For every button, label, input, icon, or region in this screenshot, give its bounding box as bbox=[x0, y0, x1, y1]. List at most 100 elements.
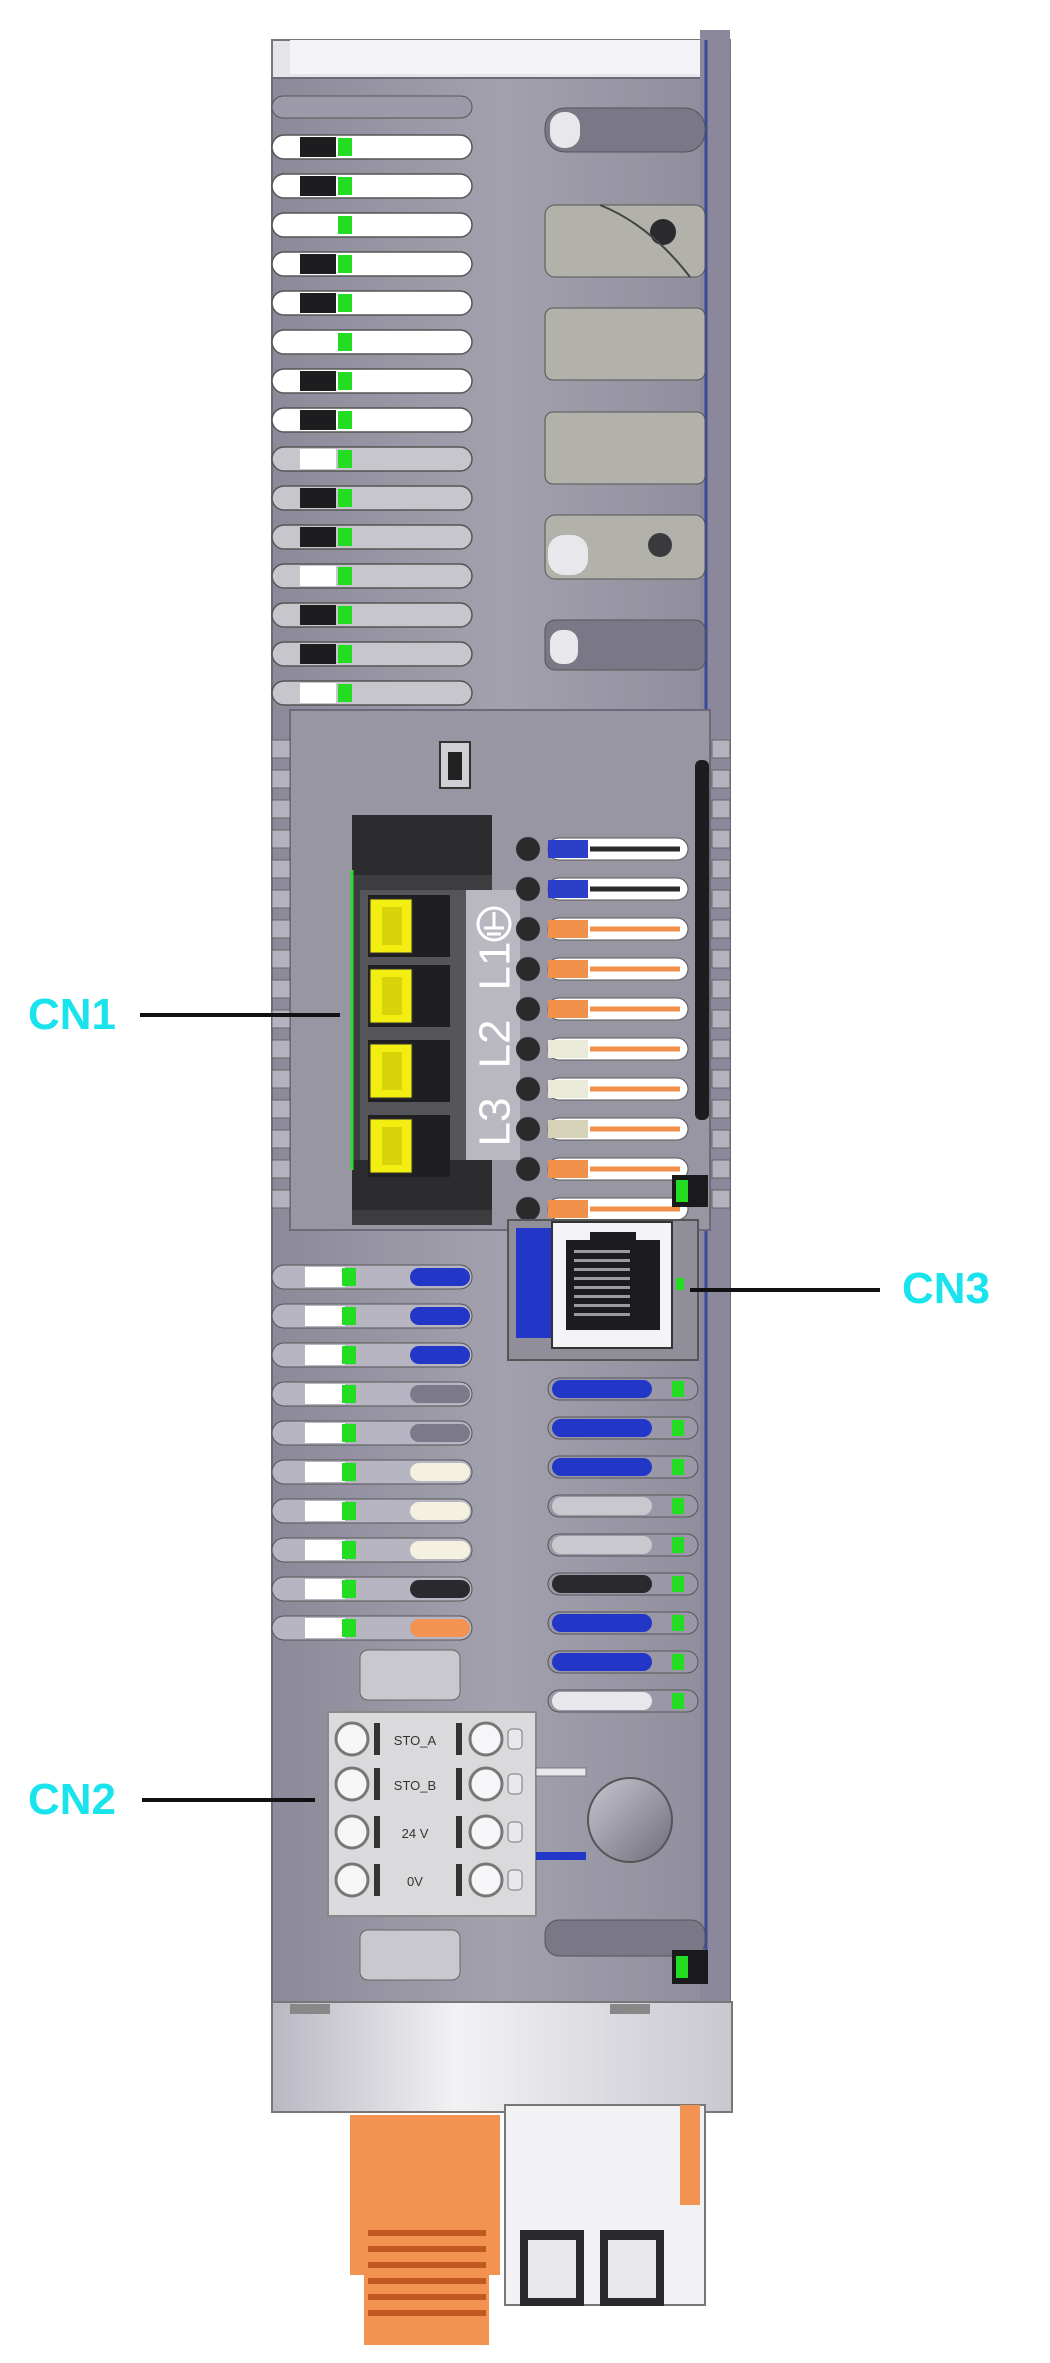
green-led bbox=[338, 450, 352, 468]
edge-notch bbox=[711, 1009, 731, 1029]
edge-notch bbox=[271, 739, 291, 759]
vent-slot bbox=[271, 368, 473, 394]
edge-notch bbox=[711, 949, 731, 969]
vent-slot bbox=[547, 1689, 699, 1713]
terminal-screw-icon bbox=[368, 1040, 450, 1102]
terminal-label-l2: L2 bbox=[471, 1020, 520, 1069]
vent-slot bbox=[547, 1533, 699, 1557]
green-led bbox=[342, 1385, 356, 1403]
green-led bbox=[672, 1693, 684, 1709]
green-led bbox=[672, 1420, 684, 1436]
terminal-screw-icon bbox=[368, 965, 450, 1027]
io-label-0v: 0V bbox=[407, 1874, 423, 1889]
green-led bbox=[338, 294, 352, 312]
callout-cn2: CN2 bbox=[28, 1775, 117, 1824]
cn1-terminal-screws bbox=[368, 895, 450, 1177]
cn1-labels: L3 L2 L1 bbox=[471, 906, 520, 1147]
io-terminal bbox=[334, 1862, 523, 1898]
vent-slot bbox=[271, 446, 473, 472]
vent-slot bbox=[271, 524, 473, 550]
vent-slot bbox=[271, 329, 473, 355]
green-led bbox=[672, 1459, 684, 1475]
edge-notch bbox=[711, 1189, 731, 1209]
vent-slot bbox=[271, 1420, 473, 1446]
cable-end bbox=[516, 1077, 689, 1101]
upper-right-vents bbox=[544, 107, 706, 671]
green-led bbox=[342, 1541, 356, 1559]
terminal-label-l1: L1 bbox=[471, 942, 520, 991]
green-led bbox=[672, 1537, 684, 1553]
vent-slot bbox=[547, 1611, 699, 1635]
green-led bbox=[338, 138, 352, 156]
green-led bbox=[342, 1346, 356, 1364]
edge-notch bbox=[271, 979, 291, 999]
edge-notch bbox=[271, 1099, 291, 1119]
lower-right-vents bbox=[547, 1377, 699, 1713]
edge-notch bbox=[711, 1069, 731, 1089]
cn3-rj45-port bbox=[507, 1219, 699, 1361]
edge-notch bbox=[711, 889, 731, 909]
vent-slot bbox=[271, 1498, 473, 1524]
cable-tie-strip bbox=[695, 760, 709, 1120]
vent-slot bbox=[271, 173, 473, 199]
left-edge-notches bbox=[271, 739, 291, 1209]
cable-end bbox=[516, 997, 689, 1021]
vent-slot bbox=[271, 1615, 473, 1641]
green-led bbox=[338, 411, 352, 429]
right-edge-notches bbox=[711, 739, 731, 1209]
edge-notch bbox=[271, 1159, 291, 1179]
vent-slot bbox=[547, 1650, 699, 1674]
green-led bbox=[672, 1615, 684, 1631]
green-led bbox=[342, 1619, 356, 1637]
ground-symbol-icon bbox=[476, 906, 512, 942]
cn2-labels: STO_A STO_B 24 V 0V bbox=[394, 1733, 437, 1889]
edge-notch bbox=[711, 859, 731, 879]
bottom-base bbox=[271, 2001, 733, 2113]
edge-notch bbox=[271, 829, 291, 849]
green-led bbox=[338, 606, 352, 624]
edge-notch bbox=[271, 1189, 291, 1209]
vent-slot bbox=[271, 134, 473, 160]
io-label-24v: 24 V bbox=[402, 1826, 429, 1841]
cable-end bbox=[516, 1197, 689, 1221]
callout-cn1: CN1 bbox=[28, 990, 117, 1039]
green-led bbox=[338, 177, 352, 195]
vent-slot bbox=[271, 563, 473, 589]
green-led bbox=[338, 567, 352, 585]
green-led bbox=[338, 645, 352, 663]
green-led bbox=[338, 333, 352, 351]
vent-slot bbox=[271, 1381, 473, 1407]
terminal-screw-icon bbox=[368, 1115, 450, 1177]
terminal-label-l3: L3 bbox=[471, 1098, 520, 1147]
green-led bbox=[338, 372, 352, 390]
green-led bbox=[672, 1498, 684, 1514]
cable-end bbox=[516, 917, 689, 941]
vent-slot bbox=[271, 1459, 473, 1485]
status-led-upper bbox=[672, 1175, 708, 1207]
cable-end bbox=[516, 1117, 689, 1141]
earth-screw bbox=[587, 1777, 673, 1863]
vent-slot bbox=[547, 1494, 699, 1518]
vent-slot bbox=[547, 1455, 699, 1479]
edge-notch bbox=[711, 1159, 731, 1179]
vent-slot bbox=[271, 641, 473, 667]
edge-notch bbox=[711, 799, 731, 819]
edge-notch bbox=[271, 1129, 291, 1149]
edge-notch bbox=[711, 979, 731, 999]
cable-end bbox=[516, 1037, 689, 1061]
vent-slot bbox=[547, 1572, 699, 1596]
vent-slot bbox=[271, 1303, 473, 1329]
top-cap bbox=[271, 39, 731, 81]
upper-left-vents bbox=[271, 95, 473, 706]
io-label-sto-a: STO_A bbox=[394, 1733, 437, 1748]
edge-notch bbox=[271, 799, 291, 819]
green-led bbox=[338, 489, 352, 507]
cable-end bbox=[516, 837, 689, 861]
bottom-white-plug bbox=[504, 2104, 706, 2306]
edge-notch bbox=[271, 1069, 291, 1089]
edge-notch bbox=[271, 919, 291, 939]
edge-notch bbox=[711, 919, 731, 939]
vent-slot bbox=[271, 602, 473, 628]
green-led bbox=[342, 1307, 356, 1325]
